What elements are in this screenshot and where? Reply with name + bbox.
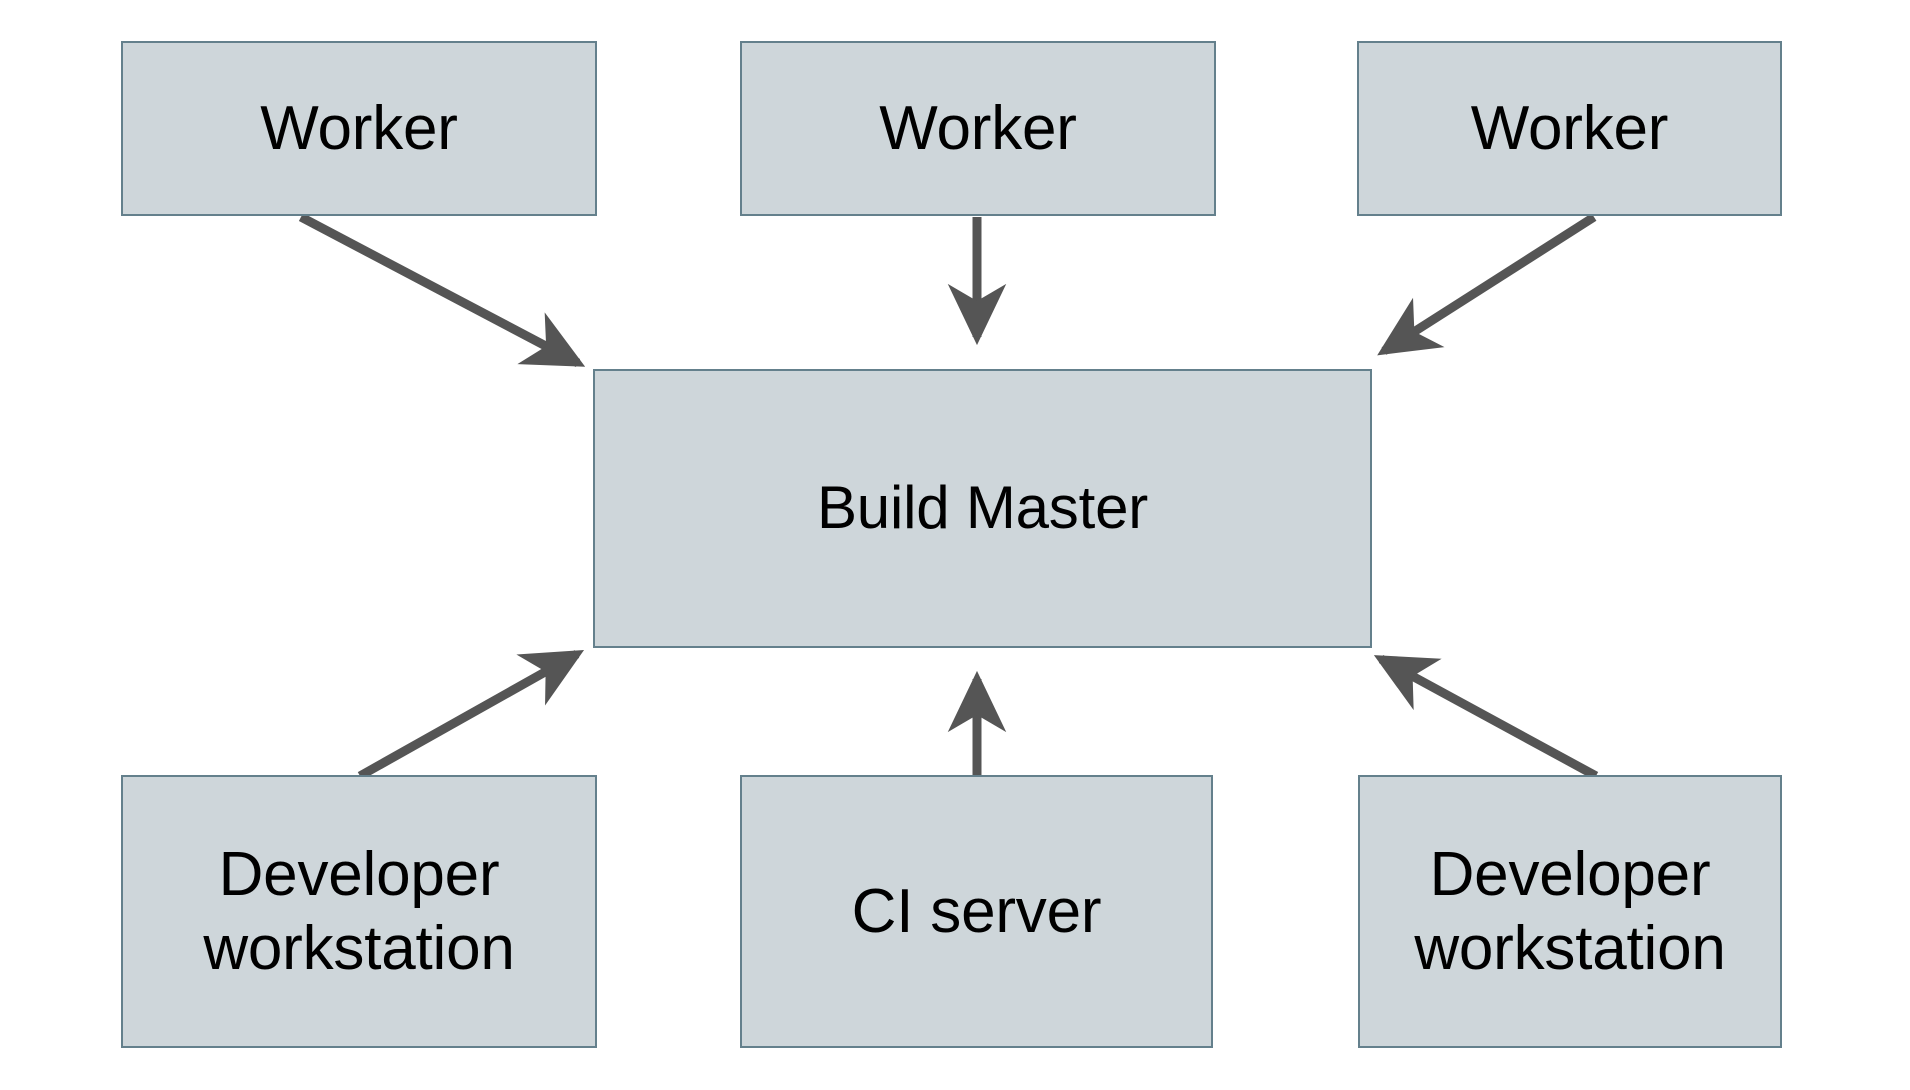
node-worker-right[interactable]: Worker (1357, 41, 1782, 216)
node-label: Developer workstation (203, 840, 515, 983)
edge-dev-right-to-master (1373, 655, 1599, 780)
edge-worker-right-to-master (1377, 213, 1597, 356)
node-label: Worker (879, 93, 1077, 163)
node-label: Worker (260, 93, 458, 163)
node-label: Developer workstation (1414, 840, 1726, 983)
node-worker-center[interactable]: Worker (740, 41, 1216, 216)
node-build-master[interactable]: Build Master (593, 369, 1372, 648)
edge-worker-left-to-master (298, 213, 586, 367)
node-label: CI server (851, 876, 1102, 946)
node-developer-workstation-left[interactable]: Developer workstation (121, 775, 597, 1048)
node-ci-server[interactable]: CI server (740, 775, 1213, 1048)
node-developer-workstation-right[interactable]: Developer workstation (1358, 775, 1782, 1048)
edge-dev-left-to-master (357, 650, 585, 780)
node-label: Worker (1470, 93, 1669, 163)
node-worker-left[interactable]: Worker (121, 41, 597, 216)
node-label: Build Master (816, 474, 1149, 542)
